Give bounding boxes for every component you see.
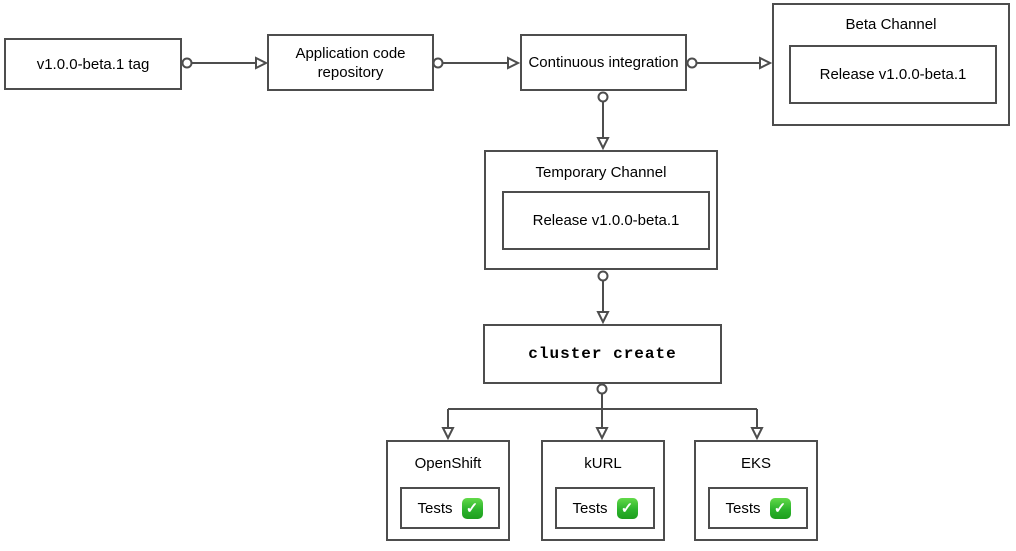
openshift-tests-box: Tests ✓ xyxy=(400,487,500,529)
temporary-channel-title: Temporary Channel xyxy=(535,164,667,181)
eks-tests-label: Tests xyxy=(725,499,761,517)
container-openshift: OpenShift Tests ✓ xyxy=(386,440,510,541)
kurl-tests-label: Tests xyxy=(572,499,608,517)
edge-temp-channel-to-cluster-create xyxy=(596,270,610,325)
edge-cluster-create-branches xyxy=(441,383,764,441)
node-application-code-repository: Application code repository xyxy=(267,34,434,91)
edge-ci-to-beta-channel xyxy=(686,56,773,70)
eks-tests-box: Tests ✓ xyxy=(708,487,808,529)
beta-channel-release-box: Release v1.0.0-beta.1 xyxy=(789,45,997,104)
node-version-tag: v1.0.0-beta.1 tag xyxy=(4,38,182,90)
edge-ci-to-temp-channel xyxy=(596,91,610,151)
eks-title: EKS xyxy=(740,455,771,472)
beta-channel-title: Beta Channel xyxy=(845,16,937,33)
container-temporary-channel: Temporary Channel Release v1.0.0-beta.1 xyxy=(484,150,718,270)
temporary-channel-release-box: Release v1.0.0-beta.1 xyxy=(502,191,710,250)
edge-tag-to-app-repo xyxy=(181,56,269,70)
node-continuous-integration: Continuous integration xyxy=(520,34,687,91)
beta-channel-release-label: Release v1.0.0-beta.1 xyxy=(819,66,967,83)
container-eks: EKS Tests ✓ xyxy=(694,440,818,541)
check-mark-icon: ✓ xyxy=(769,497,791,519)
node-cluster-create: cluster create xyxy=(483,324,722,384)
kurl-title: kURL xyxy=(584,455,622,472)
temporary-channel-release-label: Release v1.0.0-beta.1 xyxy=(532,212,680,229)
check-mark-icon: ✓ xyxy=(461,497,483,519)
edge-app-repo-to-ci xyxy=(432,56,521,70)
openshift-title: OpenShift xyxy=(414,455,482,472)
openshift-tests-label: Tests xyxy=(417,499,453,517)
container-beta-channel: Beta Channel Release v1.0.0-beta.1 xyxy=(772,3,1010,126)
kurl-tests-box: Tests ✓ xyxy=(555,487,655,529)
container-kurl: kURL Tests ✓ xyxy=(541,440,665,541)
check-mark-icon: ✓ xyxy=(616,497,638,519)
